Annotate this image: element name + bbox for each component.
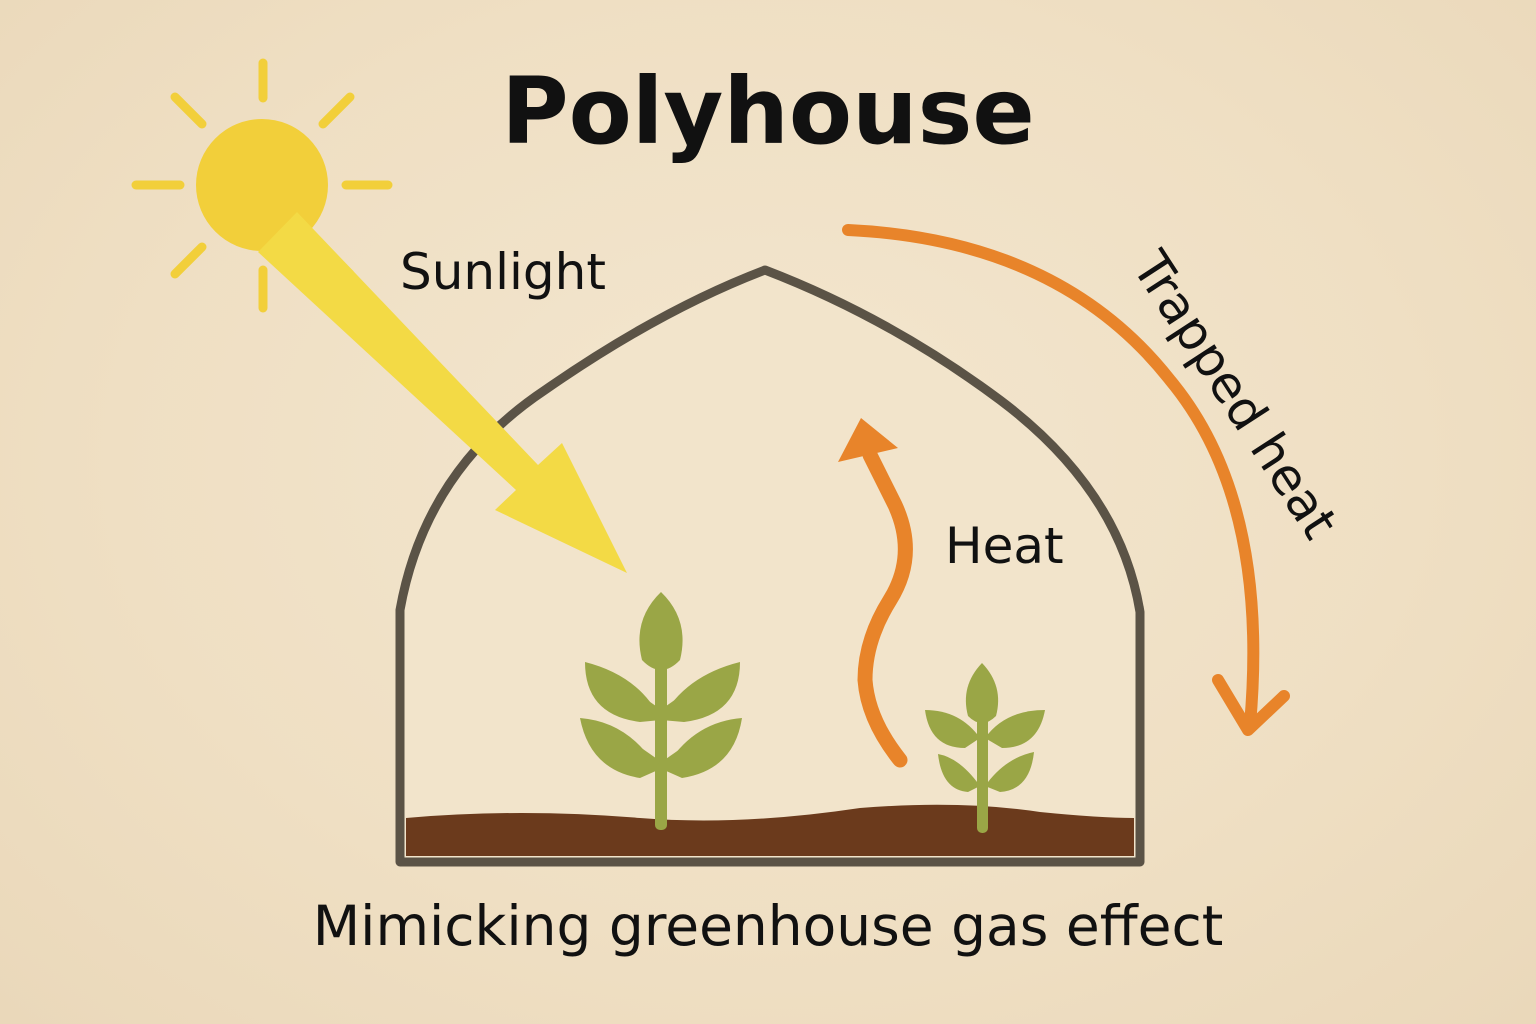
diagram-caption: Mimicking greenhouse gas effect xyxy=(312,894,1224,958)
page-title: Polyhouse xyxy=(501,58,1035,165)
plant-icon xyxy=(925,663,1045,833)
trapped-heat-arrow-icon xyxy=(842,224,1290,736)
sunlight-label: Sunlight xyxy=(400,243,606,301)
polyhouse-interior xyxy=(400,270,1140,862)
plant-icon xyxy=(580,592,742,830)
sunlight-arrow-icon xyxy=(258,212,627,573)
polyhouse-frame-icon xyxy=(395,265,1145,867)
soil xyxy=(406,804,1134,856)
heat-label: Heat xyxy=(945,517,1064,575)
heat-arrow-icon xyxy=(838,418,913,768)
